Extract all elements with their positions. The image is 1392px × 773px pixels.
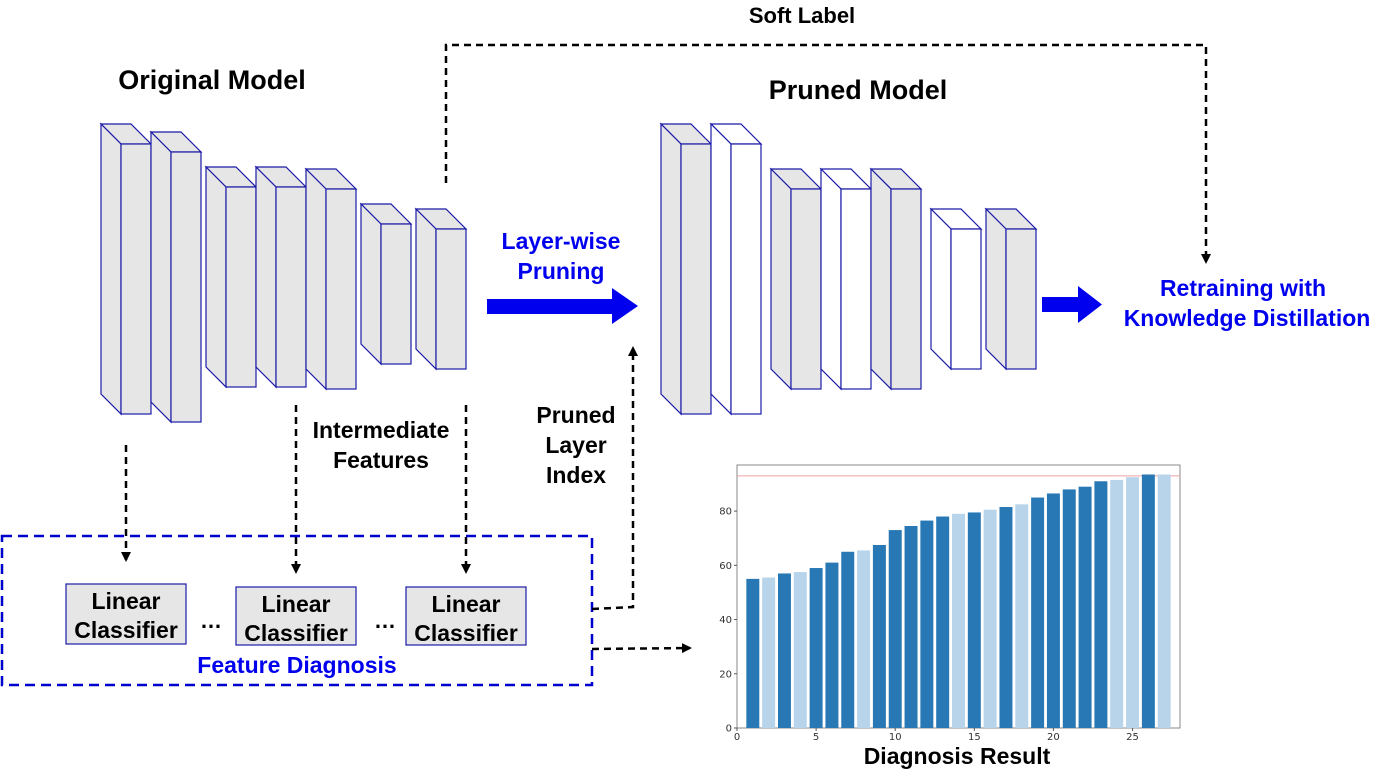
original-layer-4 [254,165,308,389]
pruned-layer-4 [819,167,873,391]
chart-bar [1094,481,1108,728]
chart-bar [936,516,950,728]
layer-wise-label: Layer-wise [502,228,621,254]
classifier-1-line2: Classifier [74,617,178,643]
classifier-1-line1: Linear [91,588,160,614]
retraining-label-line2: Knowledge Distillation [1124,305,1371,331]
pruned-layer-7 [984,207,1038,371]
chart-bar [952,513,965,728]
chart-x-tick-label: 0 [734,732,740,743]
chart-bar [777,573,791,728]
classifier-2-line1: Linear [261,591,330,617]
linear-classifier-2: Linear Classifier [235,586,357,646]
pruned-label-line2: Layer [545,432,606,458]
chart-y-tick-label: 20 [719,669,732,680]
original-layer-6 [359,202,413,366]
chart-bar [841,551,855,728]
ellipsis-2: … [374,608,396,633]
chart-x-tick-label: 25 [1126,732,1139,743]
ellipsis-1: … [200,608,222,633]
chart-bar [920,520,934,728]
pruned-layer-3 [769,167,823,391]
original-layer-3 [204,165,258,389]
pruned-layer-2 [709,122,763,416]
chart-bar [1031,497,1045,728]
chart-bar [1062,489,1076,728]
chart-bar [1046,493,1060,728]
diagnosis-result-chart: 0 5 10 15 20 25 0 20 40 60 80 [719,464,1181,743]
linear-classifier-1: Linear Classifier [65,583,187,645]
chart-bar [762,577,776,728]
pruned-layer-5 [869,167,923,391]
intermediate-label-line1: Intermediate [313,417,450,443]
chart-x-tick-label: 10 [889,732,902,743]
chart-bar [888,530,902,728]
diagnosis-result-title: Diagnosis Result [864,743,1051,769]
chart-y-tick-label: 60 [719,561,732,572]
retraining-label-line1: Retraining with [1160,275,1326,301]
chart-bar [983,509,997,728]
chart-bar [1015,504,1029,728]
chart-bar [746,578,760,728]
original-model-layers [99,122,468,424]
chart-bar [857,550,871,728]
soft-label-text: Soft Label [749,3,855,28]
chart-bar [793,572,807,728]
chart-bar [1141,474,1155,728]
pruned-layer-1 [659,122,713,416]
classifier-2-line2: Classifier [244,620,348,646]
feature-diagnosis-box [0,534,594,687]
chart-y-tick-label: 0 [726,724,732,735]
layer-wise-pruning-arrow [487,288,638,324]
linear-classifier-3: Linear Classifier [405,586,527,646]
chart-x-tick-label: 5 [813,732,819,743]
pruning-label: Pruning [518,258,605,284]
classifier-3-line2: Classifier [414,620,518,646]
soft-label-arrow [444,43,1211,264]
original-layer-2 [149,130,203,424]
chart-bar [1126,477,1140,728]
pruned-label-line1: Pruned [536,402,615,428]
chart-bar [825,562,839,728]
chart-bar [1078,486,1092,728]
pruned-model-title: Pruned Model [769,75,948,105]
original-layer-1 [99,122,153,416]
chart-bar [967,512,981,728]
original-layer-5 [304,167,358,391]
original-model-title: Original Model [118,65,306,95]
pruned-model-layers [659,122,1038,416]
retraining-arrow [1042,286,1102,323]
chart-bar [809,568,823,728]
original-layer-7 [414,207,468,371]
chart-y-tick-label: 40 [719,615,732,626]
chart-x-tick-label: 20 [1047,732,1060,743]
feature-diagnosis-label: Feature Diagnosis [197,652,396,678]
chart-bar [999,507,1013,728]
chart-bar [1110,479,1124,728]
chart-y-tick-label: 80 [719,507,732,518]
diagnosis-result-arrow [591,643,692,654]
chart-bar [1157,474,1171,728]
intermediate-label-line2: Features [333,447,429,473]
classifier-3-line1: Linear [431,591,500,617]
pruned-label-line3: Index [546,462,606,488]
pruned-layer-index-arrow [591,346,638,611]
chart-bar [872,544,886,728]
chart-bar [904,526,918,728]
pruned-layer-6 [929,207,983,371]
chart-x-tick-label: 15 [968,732,981,743]
